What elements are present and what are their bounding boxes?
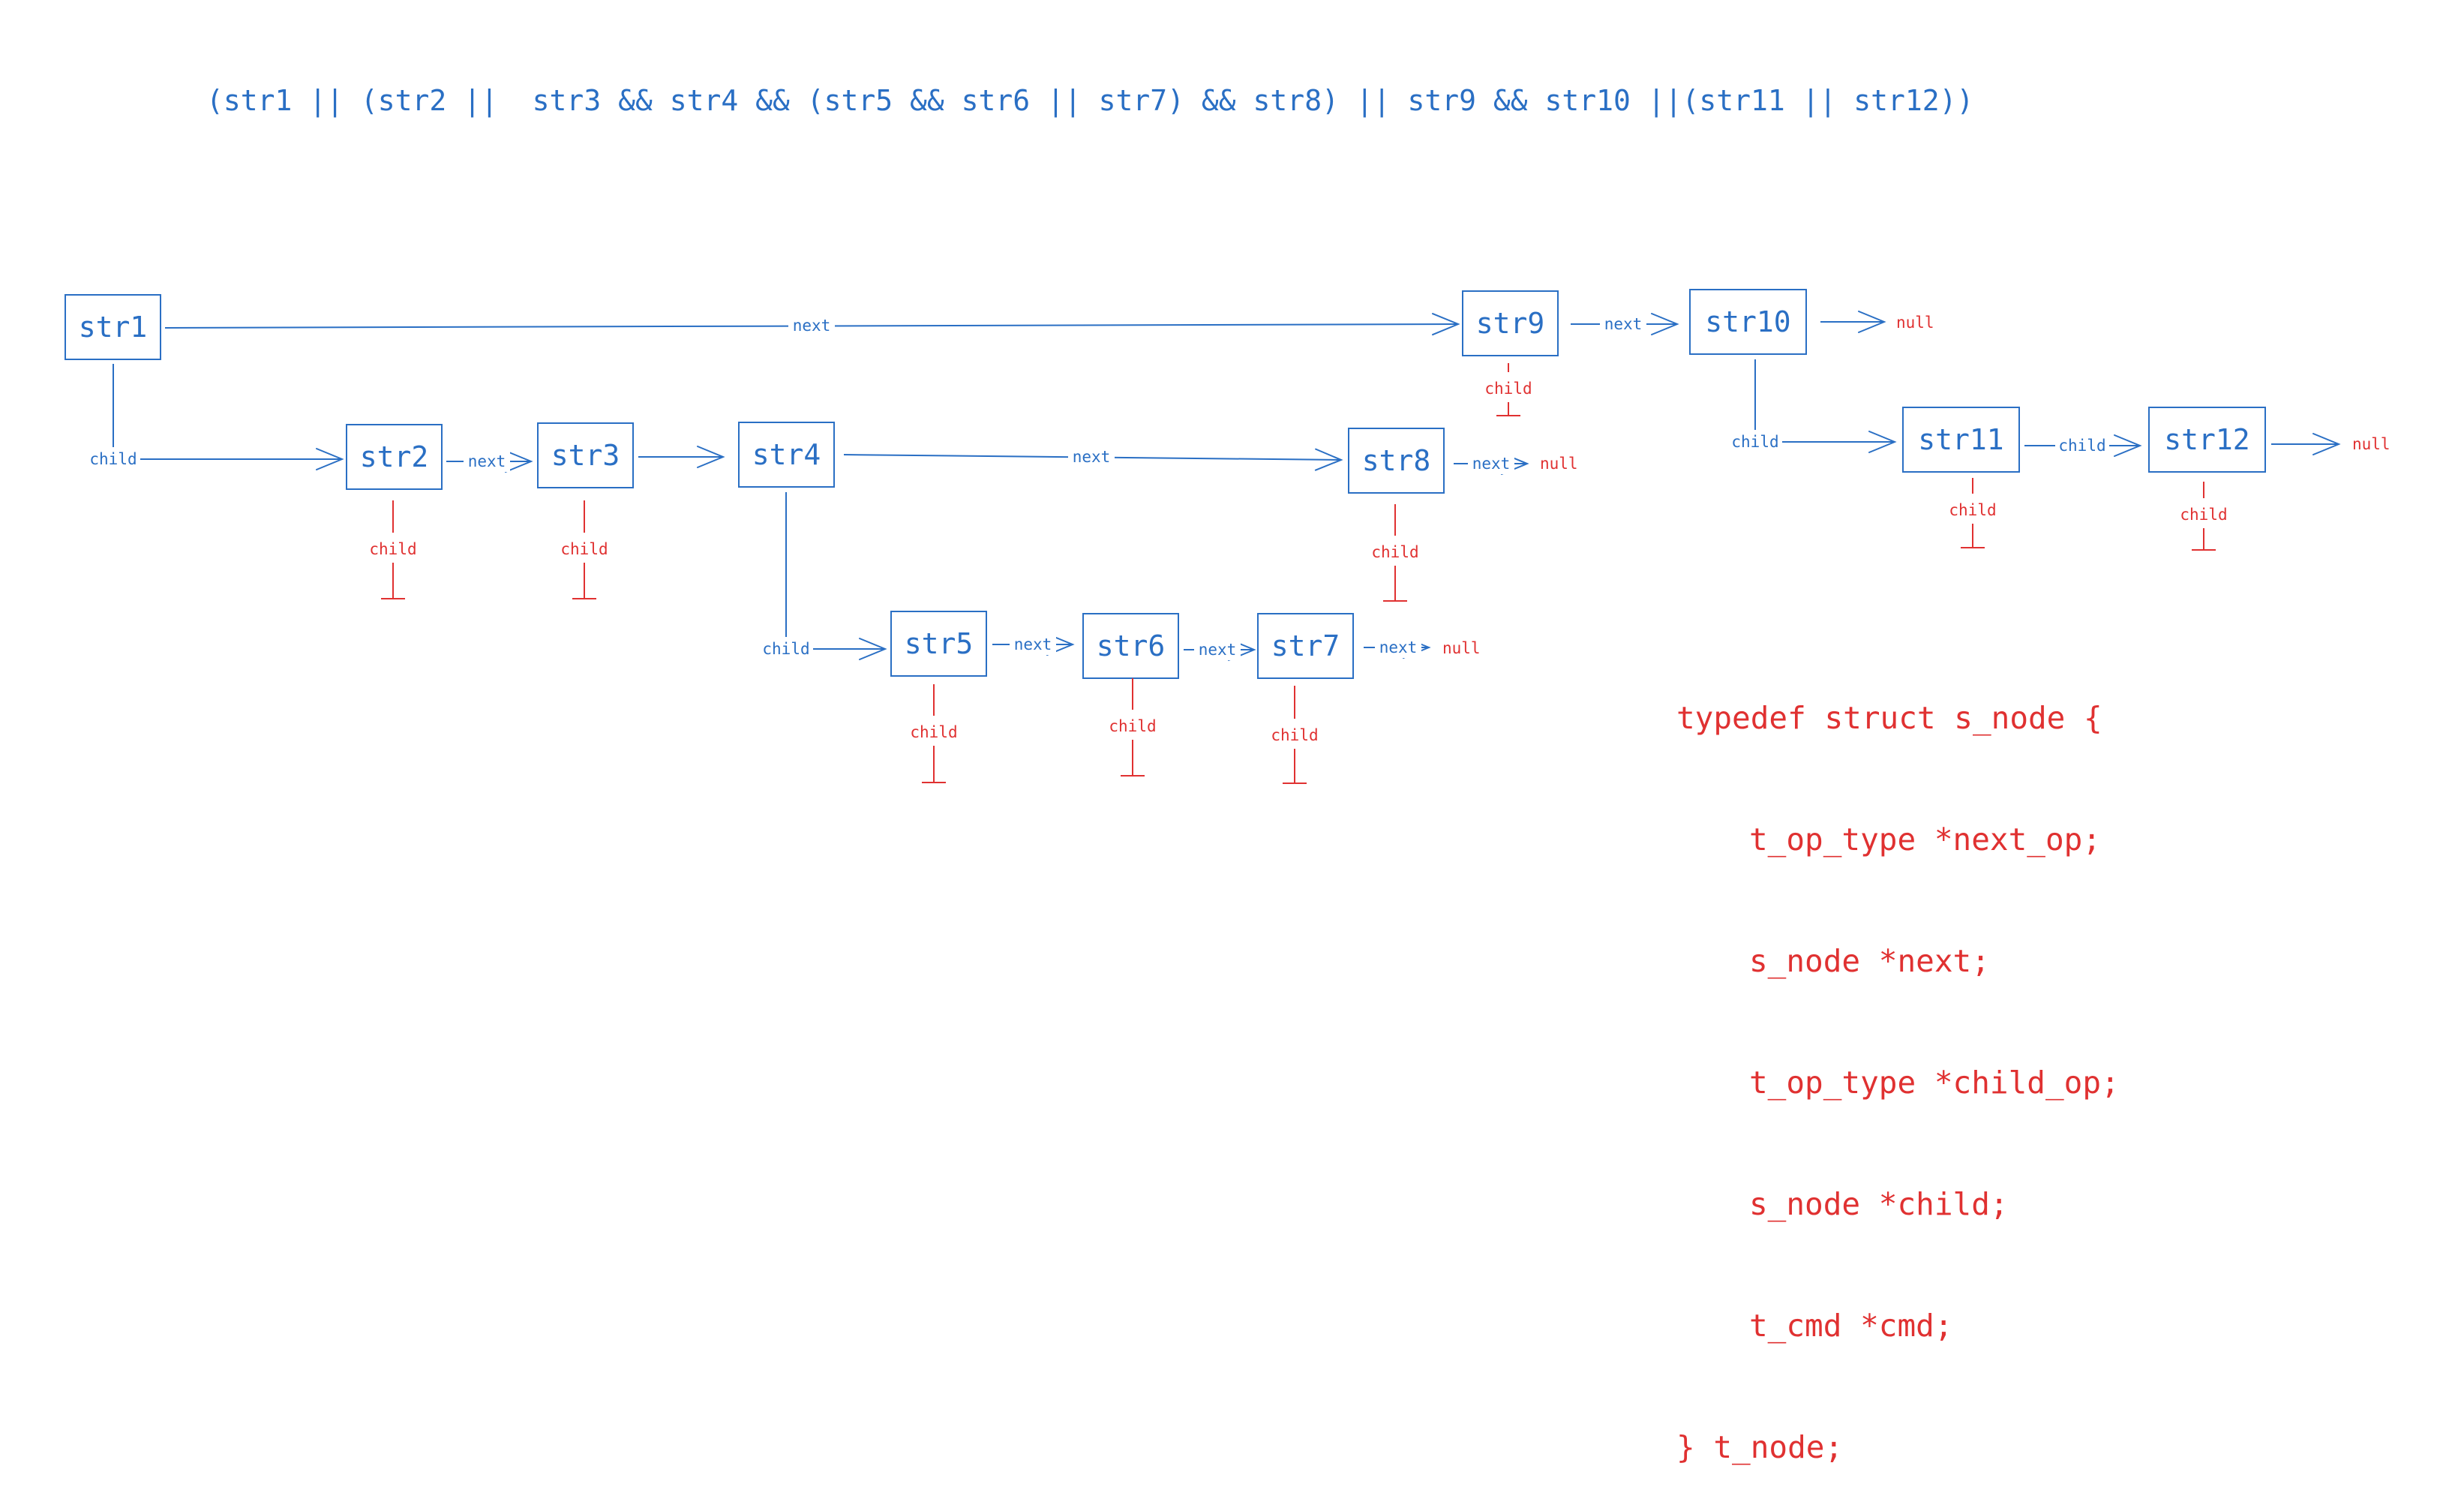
node-str6-label: str6	[1097, 629, 1166, 662]
edge-str7-to-null-label: next	[1379, 638, 1418, 656]
node-str2-label: str2	[360, 440, 429, 473]
edge-str4-to-str5-label: child	[762, 640, 809, 658]
code-line-next: s_node *next;	[1749, 943, 1990, 979]
edge-str9-to-str10-label-gap	[1600, 312, 1646, 335]
node-str5-label: str5	[905, 627, 974, 660]
edge-str11-to-str12-arrowhead	[2114, 434, 2142, 457]
node-str7-box	[1257, 613, 1354, 679]
null-child-str5-label: child	[910, 723, 957, 741]
edge-str10-to-str11-line	[1754, 359, 1895, 443]
null-child-str9-label: child	[1484, 380, 1532, 398]
null-child-str8-label: child	[1371, 543, 1418, 561]
edge-str8-to-null-label: next	[1472, 455, 1511, 473]
linked-list-diagram: next next null child next next next null child ne…	[65, 289, 2390, 784]
boolean-expression: (str1 || (str2 || str3 && str4 && (str5 …	[206, 84, 1974, 117]
node-str4-box	[738, 422, 835, 488]
edge-str4-to-str5-arrowhead	[859, 638, 887, 660]
node-str8-box	[1348, 428, 1445, 494]
node-str9-label: str9	[1476, 307, 1545, 340]
edge-str5-to-str6-label: next	[1014, 635, 1052, 653]
edge-str1-to-str9-label: next	[793, 317, 831, 335]
node-str1-label: str1	[79, 311, 148, 344]
edge-str1-to-str2-label-gap	[86, 447, 140, 470]
code-line-typedef: typedef struct s_node {	[1676, 700, 2102, 736]
edge-str10-to-null-null-label: null	[1896, 314, 1934, 332]
edge-str1-to-str9-label-gap	[788, 314, 835, 336]
edge-str2-to-str3-label-gap	[464, 449, 510, 472]
code-line-close: } t_node;	[1676, 1429, 1844, 1465]
code-line-child-op: t_op_type *child_op;	[1749, 1065, 2120, 1101]
node-str7-label: str7	[1271, 629, 1340, 662]
edge-str5-to-str6-label-gap	[1010, 632, 1056, 655]
edge-str4-to-str8-label: next	[1073, 448, 1111, 466]
edge-str1-to-str2-line	[113, 364, 342, 460]
node-str12-label: str12	[2164, 423, 2249, 456]
null-child-str7-label: child	[1271, 726, 1318, 744]
node-str4-label: str4	[752, 438, 821, 471]
edge-str10-to-str11-label-gap	[1728, 430, 1782, 452]
node-str5-box	[890, 611, 987, 677]
code-line-next-op: t_op_type *next_op;	[1749, 822, 2101, 858]
edge-str2-to-str3-label: next	[468, 452, 506, 470]
code-line-child: s_node *child;	[1749, 1186, 2009, 1222]
node-str6-box	[1082, 613, 1179, 679]
node-str3-box	[537, 422, 634, 488]
edge-str8-to-null-label-gap	[1468, 452, 1514, 474]
edge-str4-to-str5-label-gap	[759, 637, 813, 659]
edge-str12-to-null-arrowhead	[2312, 433, 2341, 455]
edge-str11-to-str12-label: child	[2058, 437, 2105, 455]
edge-str8-to-null-null-label: null	[1540, 455, 1578, 473]
edge-str1-to-str9-arrowhead	[1431, 313, 1460, 336]
null-child-str6-label: child	[1109, 717, 1156, 735]
node-str2-box	[346, 424, 443, 490]
null-child-str2-label: child	[369, 540, 416, 558]
edge-str2-to-str3-arrowhead	[505, 450, 533, 473]
null-child-str11-label: child	[1949, 501, 1996, 519]
null-child-str12-label: child	[2180, 506, 2227, 524]
edge-str12-to-null-null-label: null	[2352, 435, 2390, 453]
node-str1-box	[65, 294, 161, 360]
null-child-str3-label: child	[560, 540, 608, 558]
node-str8-label: str8	[1362, 444, 1431, 477]
edge-str4-to-str8-arrowhead	[1314, 448, 1343, 471]
edge-str9-to-str10-arrowhead	[1651, 313, 1679, 335]
node-str10-label: str10	[1705, 305, 1790, 338]
edge-str4-to-str8-label-gap	[1068, 445, 1115, 467]
code-line-cmd: t_cmd *cmd;	[1749, 1308, 1953, 1344]
edge-str6-to-str7-label: next	[1199, 641, 1237, 659]
node-str11-label: str11	[1918, 423, 2003, 456]
edge-str9-to-str10-label: next	[1604, 315, 1643, 333]
struct-code-block: typedef struct s_node { t_op_type *next_…	[1676, 617, 2120, 1508]
node-str12-box	[2148, 407, 2266, 473]
node-str11-box	[1902, 407, 2020, 473]
edge-str11-to-str12-label-gap	[2055, 434, 2109, 456]
node-str9-box	[1462, 290, 1559, 356]
edge-str10-to-str11-label: child	[1731, 433, 1778, 451]
edge-str1-to-str2-arrowhead	[316, 448, 344, 470]
edge-str3-to-str4-arrowhead	[697, 446, 725, 468]
edge-str1-to-str2-label: child	[89, 450, 137, 468]
edge-str10-to-null-arrowhead	[1858, 311, 1886, 333]
edge-str6-to-str7-label-gap	[1194, 638, 1241, 660]
edge-str10-to-str11-arrowhead	[1868, 431, 1897, 453]
node-str10-box	[1689, 289, 1807, 355]
edge-str7-to-null-null-label: null	[1442, 639, 1481, 657]
edge-str7-to-null-label-gap	[1375, 635, 1421, 658]
node-str3-label: str3	[551, 439, 620, 472]
edge-str4-to-str5-line	[785, 492, 885, 650]
